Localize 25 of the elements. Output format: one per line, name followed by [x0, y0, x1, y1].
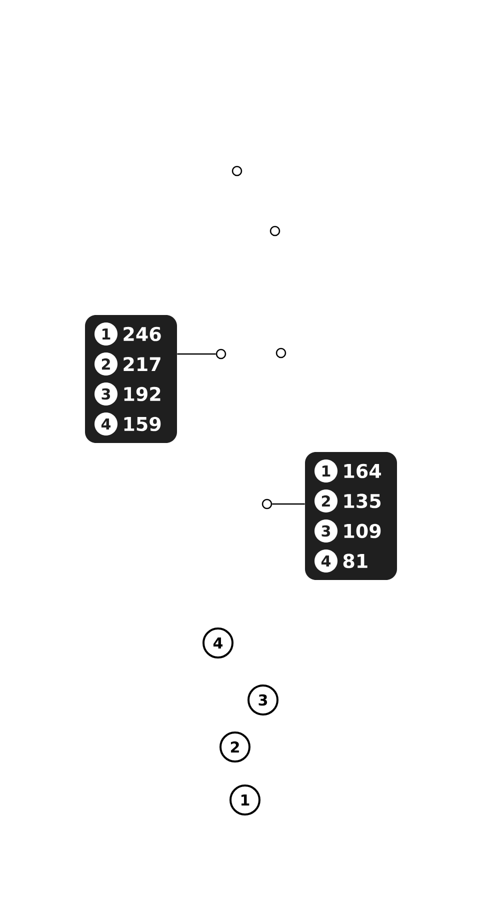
- value-label: 192: [124, 386, 160, 402]
- data-point: [216, 348, 226, 360]
- number-badge: 4: [94, 412, 118, 436]
- number-badge: 1: [94, 322, 118, 346]
- callout-box: [305, 452, 397, 580]
- number-badge: 3: [314, 520, 338, 542]
- leader-line: [177, 353, 216, 355]
- value-label: 109: [344, 524, 381, 538]
- number-badge: 3: [94, 382, 118, 406]
- value-label: 246: [124, 326, 161, 342]
- value-label: 81: [343, 554, 368, 568]
- data-point: [232, 166, 242, 176]
- number-badge: 2: [314, 490, 338, 512]
- callout-box: [85, 315, 177, 443]
- data-point: [276, 348, 286, 358]
- data-point: [270, 226, 280, 236]
- value-label: 159: [124, 416, 161, 432]
- data-point: [262, 498, 272, 510]
- value-label: 217: [124, 356, 160, 372]
- value-label: 135: [344, 494, 381, 508]
- leader-line: [272, 503, 305, 505]
- value-label: 164: [344, 464, 381, 478]
- number-badge: 1: [314, 460, 338, 482]
- number-badge: 2: [94, 352, 118, 376]
- number-badge: 4: [314, 550, 338, 572]
